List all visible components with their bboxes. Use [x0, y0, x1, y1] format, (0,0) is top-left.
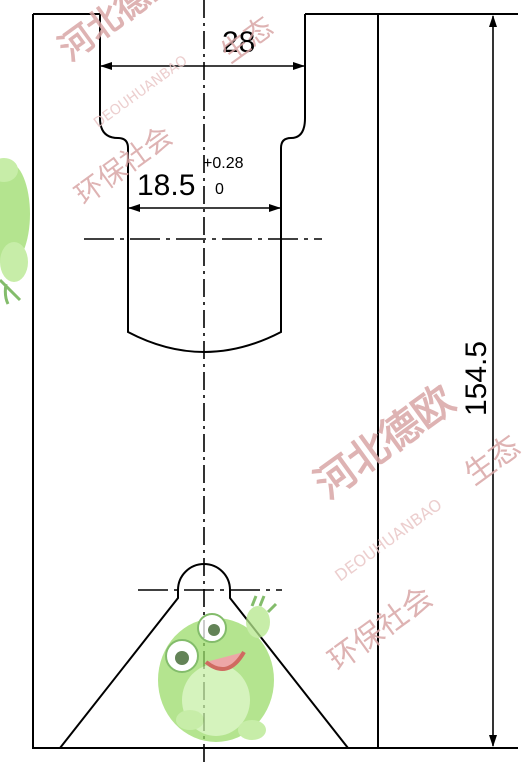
dim-slot-tol-upper: +0.28: [203, 155, 244, 172]
watermark-en-mid: DEOUHUANBAO: [331, 495, 445, 585]
watermark-company-mid: 河北德欧: [307, 377, 463, 508]
dimension-overall-height: 154.5: [460, 15, 497, 747]
watermark: 河北德欧 生态 DEOUHUANBAO 环保社会 河北德欧 DEOUHUANBA…: [52, 0, 523, 678]
dimension-slot-width: 18.5 +0.28 0: [128, 155, 281, 212]
frog-mascot-left: [0, 158, 30, 305]
watermark-en-top: DEOUHUANBAO: [91, 53, 191, 132]
dim-overall-height-value: 154.5: [460, 341, 493, 416]
dimension-top-width: 28: [100, 26, 305, 70]
part-outline: [32, 13, 518, 749]
dim-slot-width-value: 18.5: [137, 169, 195, 202]
dim-top-width-value: 28: [222, 26, 255, 59]
top-slot-profile: [99, 14, 306, 353]
watermark-slogan-bottom: 环保社会: [322, 580, 440, 679]
watermark-company-top: 河北德欧: [52, 0, 186, 69]
watermark-slogan-top: 生态: [215, 10, 280, 70]
watermark-slogan-right: 生态: [458, 429, 523, 493]
frog-mascot-bottom: [158, 595, 278, 742]
dim-slot-tol-lower: 0: [215, 181, 224, 198]
